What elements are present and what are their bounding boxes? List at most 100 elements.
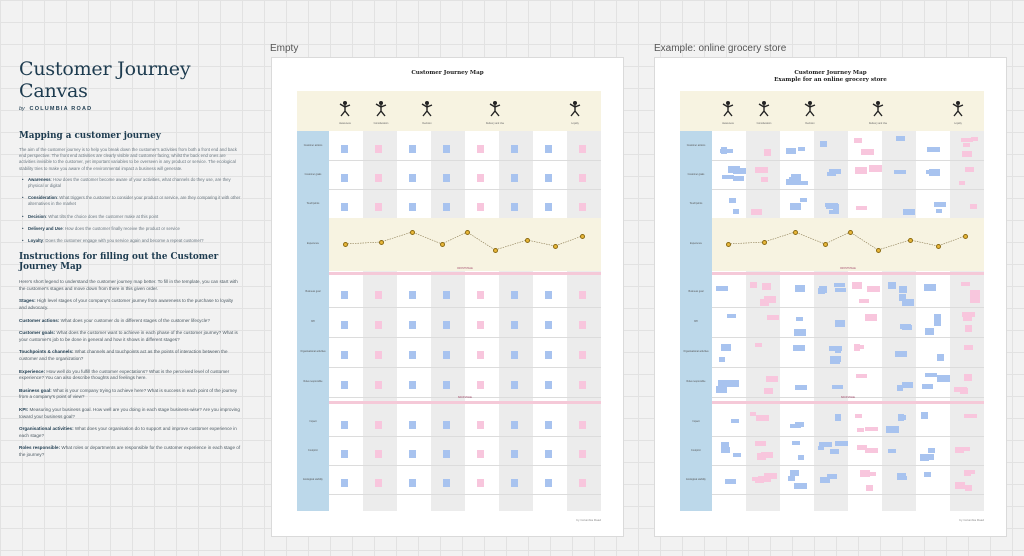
person-figure-icon [372,99,390,117]
sticky-note [818,288,825,294]
sticky-note [856,206,867,210]
stage-label: Awareness [339,122,351,125]
sticky-note [443,351,450,359]
sticky-note [924,472,931,477]
experience-emoji-icon [409,229,415,235]
sticky-note [955,447,964,453]
stage-list: Awareness: How does the customer become … [19,177,241,245]
sticky-note [930,169,940,175]
row-divider [712,367,984,368]
doc-footer: by Columbia Road [959,518,984,522]
sticky-note [897,385,903,391]
sticky-note [796,317,803,321]
sticky-note [922,384,933,389]
sticky-note [827,474,837,479]
sticky-note [545,420,552,429]
sticky-note [579,420,586,429]
sticky-note [829,169,841,174]
instruction-text: What does your organisation do to suppor… [19,426,237,438]
sticky-note [936,209,942,213]
sticky-note [829,210,839,214]
sticky-note [579,449,586,458]
sticky-note [729,198,736,203]
frame-label-example[interactable]: Example: online grocery store [654,43,787,54]
sticky-note [511,420,518,429]
sticky-note [970,290,980,296]
experience-emoji-icon [492,247,498,253]
example-journey-map-frame[interactable]: Customer Journey Map Example for an onli… [654,57,1007,537]
sticky-note [375,291,382,299]
row-label: Business goal [305,290,321,293]
instruction-item: Customer actions: What does your custome… [19,318,241,325]
sticky-note [790,424,801,428]
row-label: Touchpoints [689,201,703,205]
sticky-note [341,420,348,429]
sticky-note [545,144,552,153]
sticky-note [830,449,839,454]
sticky-note [924,284,936,291]
sticky-note [545,291,552,299]
sticky-note [820,141,827,147]
row-divider [712,307,984,308]
stage-label: Delivery and Use [485,122,505,125]
sticky-note [579,144,586,153]
sticky-note [961,282,970,286]
sticky-note [443,478,450,487]
sticky-note [886,426,899,433]
sticky-note [865,448,878,453]
row-divider [712,337,984,338]
instructions-panel: Customer Journey Canvas by COLUMBIA ROAD… [19,58,241,459]
instruction-item: Customer goals: What does the customer w… [19,330,241,343]
row-label: Business goal [688,290,704,293]
sticky-note [927,147,940,152]
stage-item: Loyalty: Does the customer engage with y… [22,238,241,244]
sticky-note [791,174,801,181]
sticky-note [545,381,552,389]
instructions-title: Instructions for filling out the Custome… [19,252,219,273]
sticky-note [375,449,382,458]
sticky-note [722,175,734,179]
row-label-column [680,131,712,511]
frame-label-empty[interactable]: Empty [270,43,299,54]
sticky-note [758,476,771,482]
sticky-note [857,428,864,432]
sticky-note [786,148,796,154]
sticky-note [719,357,725,362]
sticky-note [970,296,980,303]
sticky-note [511,449,518,458]
sticky-note [579,321,586,329]
instruction-text: How well do you fulfill the customer exp… [19,368,230,381]
sticky-note [443,449,450,458]
row-divider [329,397,601,398]
sticky-note [721,344,731,351]
instructions-intro: Here's short legend to understand the cu… [19,279,238,291]
instruction-term: Customer actions: [19,317,60,323]
sticky-note [921,412,928,419]
sticky-note [866,485,873,491]
stage-item: Awareness: How does the customer become … [22,177,241,189]
sticky-note [375,478,382,487]
stage-label: Awareness [722,122,734,125]
sticky-note [894,170,906,174]
experience-emoji-icon [464,229,470,235]
sticky-note [409,478,416,487]
stage-label: Decision [422,122,432,125]
row-label: Touchpoints [306,201,320,205]
sticky-note [443,144,450,153]
sticky-note [934,314,941,321]
row-divider [329,160,601,161]
row-divider [329,367,601,368]
sticky-note [579,478,586,487]
stage-label: Loyalty [954,122,962,125]
instruction-text: What does your customer do in different … [59,317,210,323]
mapping-title: Mapping a customer journey [19,131,161,141]
instruction-term: Roles responsible: [19,445,61,451]
sticky-note [375,173,382,182]
sticky-note [733,453,741,457]
sticky-note [766,376,778,382]
sticky-note [971,137,978,141]
sticky-note [579,291,586,299]
sticky-note [341,291,348,299]
doc-subtitle-line: Example for an online grocery store [774,77,887,83]
